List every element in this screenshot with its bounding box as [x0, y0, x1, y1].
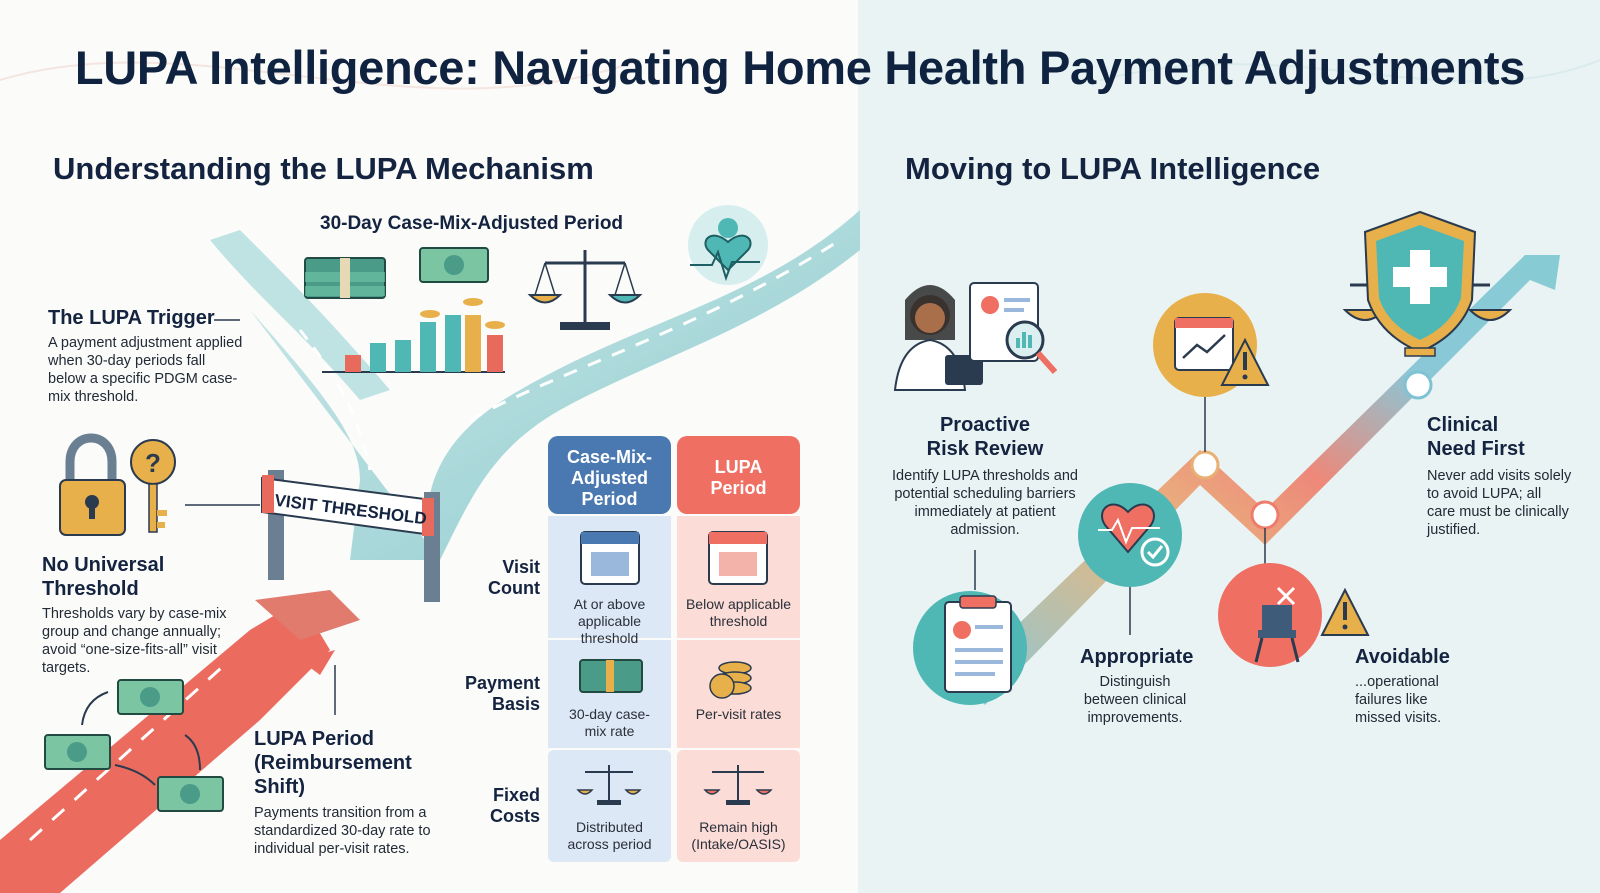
- left-section-heading: Understanding the LUPA Mechanism: [53, 151, 594, 186]
- proactive-title-line1: Proactive: [939, 414, 1031, 436]
- clinical-title-line2: Need First: [1427, 438, 1525, 460]
- dashboard-magnifier-icon: [969, 282, 1058, 375]
- empty-chair-warning-icon: [1218, 563, 1370, 667]
- table-cell: Remain high (Intake/OASIS): [691, 819, 786, 852]
- broken-road-piece: [230, 630, 290, 670]
- no-threshold-block: No Universal Threshold Thresholds vary b…: [42, 553, 252, 677]
- heart-check-icon: [1078, 483, 1182, 587]
- calendar-icon: [708, 531, 768, 585]
- dollar-bill-icon: [157, 776, 224, 812]
- balance-scale-icon: [576, 765, 642, 805]
- table-cell: At or above applicable threshold: [573, 596, 646, 646]
- lupa-trigger-title: The LUPA Trigger: [48, 307, 215, 329]
- lupa-period-block: LUPA Period (Reimbursement Shift) Paymen…: [254, 727, 454, 858]
- balance-scale-icon: [703, 765, 773, 805]
- bar-chart-icon: [322, 298, 505, 373]
- milestone-dot: [1250, 500, 1280, 530]
- proactive-title-line2: Risk Review: [926, 438, 1044, 460]
- dollar-bill-icon: [44, 734, 111, 770]
- avoidable-block: Avoidable ...operational failures like m…: [1355, 645, 1475, 727]
- arrow-curve: [81, 691, 109, 726]
- milestone-dot: [1190, 450, 1220, 480]
- road-dash: [28, 658, 232, 842]
- table-cell: Distributed across period: [567, 819, 652, 852]
- money-stack-icon: [304, 257, 386, 299]
- clinical-need-block: Clinical Need First Never add visits sol…: [1427, 413, 1577, 539]
- appropriate-body: Distinguish between clinical improvement…: [1083, 674, 1187, 726]
- row-label-payment-basis: Payment Basis: [464, 673, 540, 714]
- arrow-curve: [114, 764, 156, 786]
- no-threshold-title: No Universal Threshold: [42, 554, 165, 600]
- road-dash: [298, 329, 372, 471]
- period-label: 30-Day Case-Mix-Adjusted Period: [320, 213, 624, 234]
- calendar-icon: [580, 531, 640, 585]
- proactive-risk-block: Proactive Risk Review Identify LUPA thre…: [890, 413, 1080, 539]
- right-section-heading: Moving to LUPA Intelligence: [905, 151, 1321, 186]
- shield-scale-icon: [1342, 210, 1513, 357]
- lupa-period-title-line1: LUPA Period: [254, 728, 375, 750]
- broken-road-piece: [300, 650, 335, 675]
- clipboard-icon: [913, 591, 1027, 705]
- road-dash: [469, 238, 841, 422]
- milestone-dot: [1403, 370, 1433, 400]
- table-header-case-mix: Case-Mix-Adjusted Period: [566, 447, 653, 509]
- appropriate-title: Appropriate: [1080, 646, 1194, 668]
- page-title: LUPA Intelligence: Navigating Home Healt…: [74, 41, 1526, 94]
- table-cell: Per-visit rates: [695, 706, 782, 722]
- row-label-visit-count: Visit Count: [488, 557, 540, 598]
- balance-scale-icon: [527, 250, 643, 330]
- dollar-bill-icon: [419, 247, 489, 283]
- arrow-curve: [184, 734, 201, 771]
- wave-decoration: [1099, 59, 1600, 83]
- wave-decoration: [0, 59, 641, 90]
- proactive-body: Identify LUPA thresholds and potential s…: [892, 468, 1078, 538]
- table-cell: Below applicable threshold: [685, 596, 792, 629]
- coins-icon: [709, 661, 752, 699]
- no-threshold-body: Thresholds vary by case-mix group and ch…: [42, 606, 227, 676]
- right-panel-background: [858, 0, 1600, 893]
- avoidable-title: Avoidable: [1355, 646, 1450, 668]
- road-lupa: [0, 600, 330, 893]
- clinical-body: Never add visits solely to avoid LUPA; a…: [1427, 468, 1572, 538]
- lupa-trigger-block: The LUPA Trigger A payment adjustment ap…: [48, 306, 248, 406]
- heart-health-icon: [688, 205, 768, 285]
- avoidable-body: ...operational failures like missed visi…: [1355, 674, 1442, 726]
- lupa-period-title-line2: (Reimbursement Shift): [254, 752, 412, 798]
- padlock-icon: [59, 433, 126, 536]
- table-cell: 30-day case-mix rate: [569, 706, 650, 739]
- money-stack-icon: [579, 659, 643, 693]
- calendar-warning-icon: [1153, 293, 1270, 397]
- svg-text:?: ?: [145, 448, 161, 478]
- table-header-lupa: LUPA Period: [710, 457, 767, 498]
- question-key-icon: ?: [130, 439, 176, 533]
- road-main: [250, 210, 860, 560]
- appropriate-block: Appropriate Distinguish between clinical…: [1080, 645, 1194, 727]
- visit-threshold-gate: [261, 470, 440, 602]
- lupa-period-body: Payments transition from a standardized …: [254, 805, 431, 857]
- lupa-trigger-body: A payment adjustment applied when 30-day…: [48, 335, 243, 405]
- row-label-fixed-costs: Fixed Costs: [489, 785, 540, 826]
- broken-road-piece: [255, 590, 360, 640]
- clinical-title-line1: Clinical: [1427, 414, 1499, 436]
- dollar-bill-icon: [117, 679, 184, 715]
- doctor-icon: [893, 285, 983, 391]
